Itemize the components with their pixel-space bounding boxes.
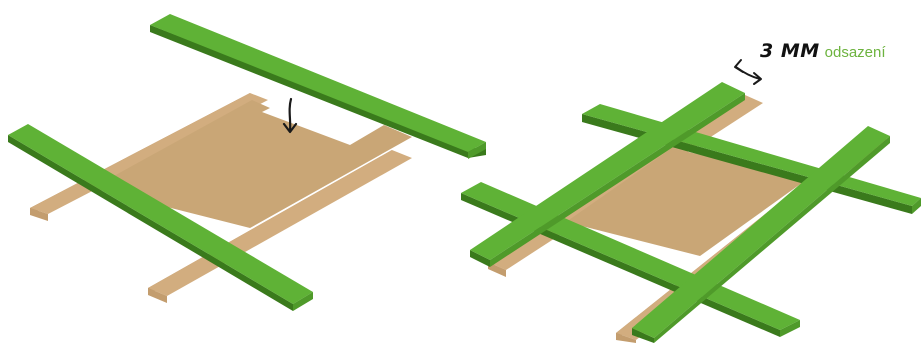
left-assembly	[8, 14, 486, 311]
gap-annotation: 3 MM odsazení	[760, 40, 886, 68]
right-assembly	[461, 59, 921, 343]
double-arrow-icon	[734, 59, 762, 85]
down-arrow-icon	[282, 97, 298, 134]
right-green-strip-long-left	[470, 82, 745, 267]
gap-value-label: 3 MM	[760, 40, 820, 62]
left-plywood-sheet	[92, 100, 412, 228]
right-plywood-sheet	[566, 148, 806, 256]
left-green-strip-top	[150, 14, 486, 159]
right-green-strip-long-right	[632, 126, 890, 343]
left-green-strip-bottom	[8, 124, 313, 311]
gap-word-label: odsazení	[824, 44, 886, 61]
